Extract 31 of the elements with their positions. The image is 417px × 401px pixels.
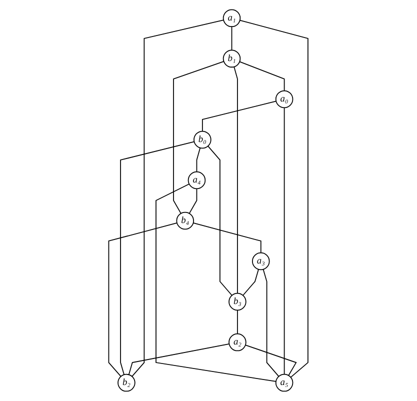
node-circle: b₄ (176, 212, 194, 230)
connector (239, 61, 285, 92)
node-circle: a₁ (223, 9, 241, 28)
connector (108, 222, 178, 377)
connector (120, 141, 195, 376)
node-circle: b₃ (228, 292, 246, 311)
connector (173, 61, 224, 214)
node-circle: a₅ (276, 374, 294, 392)
connector (242, 268, 260, 296)
node-circle: b₀ (194, 130, 212, 149)
connector (132, 20, 224, 377)
connector (240, 20, 309, 378)
connector (189, 188, 198, 214)
connector (237, 310, 238, 334)
connector (193, 222, 262, 254)
node-circle: b₁ (223, 50, 241, 68)
connector (156, 184, 277, 382)
connector (202, 100, 277, 132)
connector (208, 146, 233, 296)
connector (234, 66, 238, 294)
connector (245, 344, 297, 376)
node-circle: a₀ (276, 90, 294, 108)
node-circle: a₄ (188, 171, 206, 190)
node-circle: b₂ (118, 374, 136, 392)
connector (196, 147, 201, 172)
connector (262, 268, 280, 377)
connector (231, 26, 232, 51)
node-circle: a₂ (228, 333, 246, 352)
node-circle: a₃ (252, 252, 270, 270)
connector (284, 107, 285, 375)
connector (128, 343, 230, 376)
